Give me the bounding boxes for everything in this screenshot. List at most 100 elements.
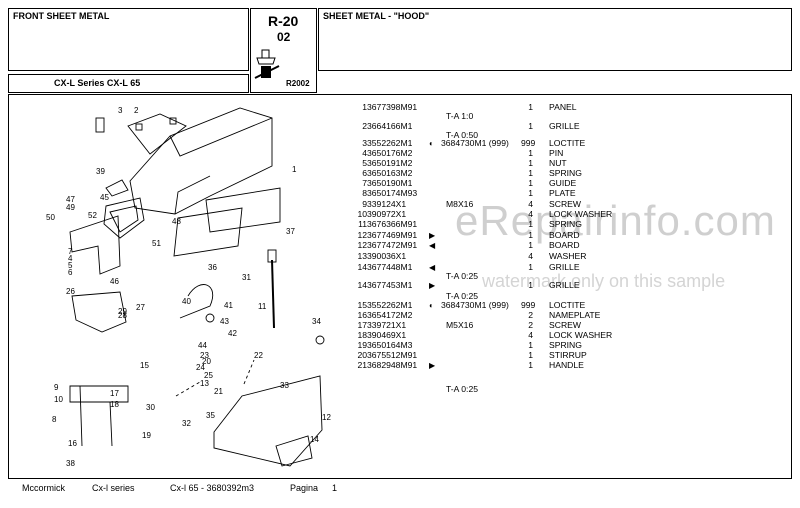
part-qty-cell: 1 (528, 280, 533, 290)
part-number-cell: 17 (357, 320, 367, 330)
svg-text:52: 52 (88, 211, 97, 220)
section-box (8, 8, 249, 71)
section-title: FRONT SHEET METAL (13, 11, 110, 21)
main-frame (8, 94, 792, 479)
part-desc-cell: NUT (549, 158, 567, 168)
part-desc-cell: HANDLE (549, 360, 584, 370)
part-code-cell: 3650191M2 (367, 158, 413, 168)
part-desc-cell: WASHER (549, 251, 587, 261)
grille-part (127, 113, 187, 155)
part-qty-cell: 1 (528, 178, 533, 188)
footer-page-label: Pagina (290, 483, 319, 493)
part-qty-cell: 1 (528, 230, 533, 240)
svg-text:8: 8 (52, 415, 57, 424)
part-qty-cell: 1 (528, 340, 533, 350)
svg-text:6: 6 (68, 268, 73, 277)
svg-text:34: 34 (312, 317, 321, 326)
side-panel (213, 375, 323, 467)
svg-text:35: 35 (206, 411, 215, 420)
loctite-bottle (95, 117, 105, 133)
part-code-cell: 390469X1 (367, 330, 407, 340)
svg-text:48: 48 (172, 217, 181, 226)
part-number-cell: 19 (357, 340, 367, 350)
svg-text:42: 42 (228, 329, 237, 338)
part-desc-cell: LOCK WASHER (549, 330, 613, 340)
part-qty-cell: 2 (528, 310, 533, 320)
svg-text:21: 21 (214, 387, 223, 396)
part-desc-cell: BOARD (549, 230, 580, 240)
part-desc-cell: SCREW (549, 320, 581, 330)
part-desc-cell: GRILLE (549, 262, 580, 272)
part-number-cell: 14 (357, 262, 367, 272)
part-number-cell: 6 (362, 168, 367, 178)
part-code-cell: 3552262M1 (367, 138, 413, 148)
part-qty-cell: 4 (528, 209, 533, 219)
part-qty-cell: 1 (528, 168, 533, 178)
right-arrow-icon: ▶ (429, 281, 436, 290)
svg-text:25: 25 (204, 371, 213, 380)
part-code-cell: 3664166M1 (367, 121, 413, 131)
part-qty-cell: 4 (528, 330, 533, 340)
part-qty-cell: 4 (528, 199, 533, 209)
svg-text:12: 12 (322, 413, 331, 422)
part-desc-cell: NAMEPLATE (549, 310, 601, 320)
part-number-cell: 9 (362, 199, 367, 209)
ta-note: T-A 0:25 (446, 384, 479, 394)
svg-text:22: 22 (254, 351, 263, 360)
series-title: CX-L Series CX-L 65 (54, 78, 141, 88)
svg-text:40: 40 (182, 297, 191, 306)
doc-title: SHEET METAL - "HOOD" (323, 11, 430, 21)
svg-text:14: 14 (310, 435, 319, 444)
part-extra-cell: M8X16 (446, 199, 474, 209)
part-number-cell: 18 (357, 330, 367, 340)
svg-text:11: 11 (258, 302, 267, 311)
part-qty-cell: 1 (528, 148, 533, 158)
svg-text:4: 4 (68, 254, 73, 263)
watermark-sub: watermark only on this sample (482, 271, 726, 291)
part-code-cell: 3650163M2 (367, 168, 413, 178)
svg-text:16: 16 (68, 439, 77, 448)
part-code-cell: 3650164M3 (367, 340, 413, 350)
title-box (318, 8, 792, 71)
part-qty-cell: 1 (528, 240, 533, 250)
part-qty-cell: 1 (528, 102, 533, 112)
right-arrow-icon: ▶ (429, 361, 436, 370)
svg-text:30: 30 (146, 403, 155, 412)
right-arrow-icon: ▶ (429, 231, 436, 240)
part-number-cell: 11 (358, 219, 367, 229)
svg-text:26: 26 (66, 287, 75, 296)
svg-text:15: 15 (140, 361, 149, 370)
svg-text:45: 45 (100, 193, 109, 202)
svg-text:44: 44 (198, 341, 207, 350)
svg-text:7: 7 (68, 247, 73, 256)
part-code-cell: 3676366M91 (367, 219, 418, 229)
svg-text:37: 37 (286, 227, 295, 236)
part-desc-cell: LOCTITE (549, 300, 586, 310)
page-code: R-20 (268, 13, 299, 29)
part-qty-cell: 1 (528, 121, 533, 131)
part-number-cell: 15 (357, 300, 367, 310)
part-qty-cell: 1 (528, 350, 533, 360)
part-number-cell: 16 (357, 310, 367, 320)
tractor-icon (254, 49, 280, 79)
ta-note: T-A 0:25 (446, 291, 479, 301)
part-code-cell: 3677469M91 (367, 230, 418, 240)
half-circle-icon: ◐ (429, 301, 434, 310)
svg-text:33: 33 (280, 381, 289, 390)
part-desc-cell: LOCTITE (549, 138, 586, 148)
part-number-cell: 4 (362, 148, 367, 158)
part-desc-cell: GUIDE (549, 178, 577, 188)
half-circle-icon: ◐ (429, 139, 434, 148)
